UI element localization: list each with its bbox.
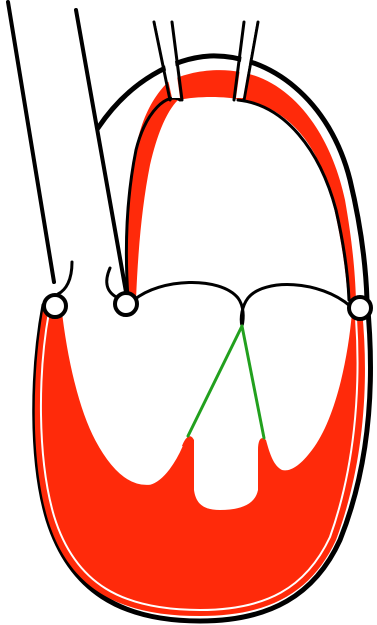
left-hook-outer <box>58 262 72 294</box>
atrium-wall-right <box>240 72 356 300</box>
chorda-left <box>188 326 242 436</box>
valve-leaflet-left <box>134 282 243 326</box>
valve-node-left <box>44 295 66 317</box>
valve-node-right <box>349 297 371 319</box>
left-hook-inner <box>107 268 118 298</box>
large-vessel-outer-line <box>8 2 54 282</box>
chorda-right <box>242 326 264 438</box>
valve-leaflet-right <box>241 285 350 326</box>
valve-node-middle <box>115 293 137 315</box>
ventricle-myocardium <box>35 305 365 616</box>
large-vessel-inner-line <box>76 10 126 292</box>
